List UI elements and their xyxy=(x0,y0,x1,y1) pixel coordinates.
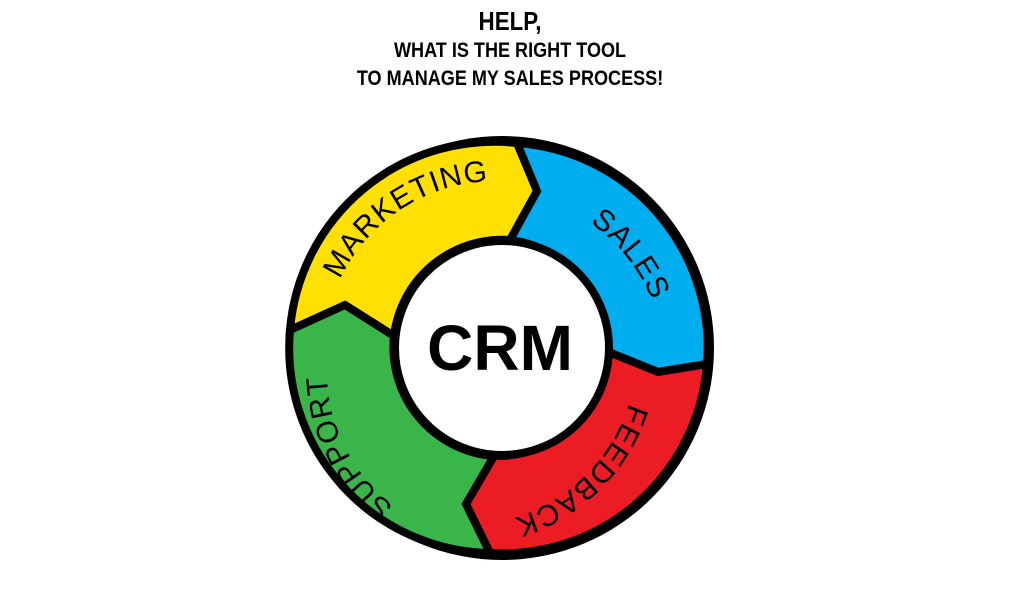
headline: HELP, WHAT IS THE RIGHT TOOL TO MANAGE M… xyxy=(70,6,951,93)
headline-line-2: WHAT IS THE RIGHT TOOL xyxy=(393,39,627,62)
crm-label: CRM xyxy=(427,312,573,384)
headline-line-3: TO MANAGE MY SALES PROCESS! xyxy=(356,67,664,90)
center-circle xyxy=(391,237,613,459)
headline-line-1: HELP, xyxy=(478,6,542,36)
